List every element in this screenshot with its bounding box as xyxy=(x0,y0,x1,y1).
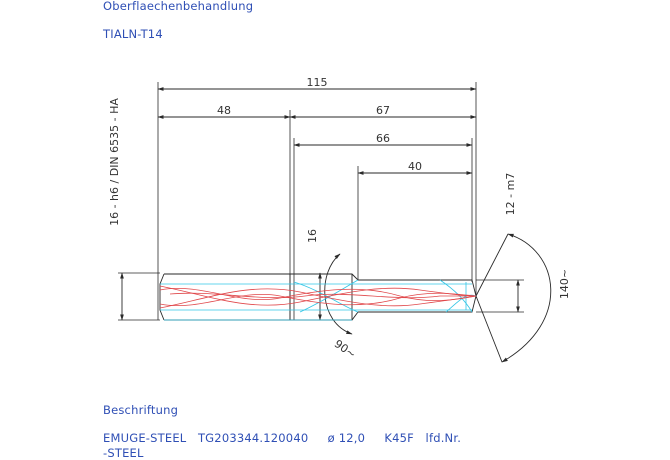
point-angle-arc xyxy=(501,233,552,363)
label-line-2: -STEEL xyxy=(103,446,144,460)
point-angle-label: 140~ xyxy=(558,269,571,299)
chamfer-angle-arc xyxy=(324,253,353,335)
overall-length-label: 115 xyxy=(307,76,328,89)
flute-helix-lines xyxy=(159,285,477,309)
shank-length-label: 48 xyxy=(217,104,231,117)
label-line-1: EMUGE-STEEL TG203344.120040 ø 12,0 K45F … xyxy=(103,431,461,445)
chamfer-angle-label: 90~ xyxy=(332,337,358,361)
reduced-length-label: 66 xyxy=(376,132,390,145)
body-length-label: 67 xyxy=(376,104,390,117)
label-heading: Beschriftung xyxy=(103,403,178,417)
surface-treatment-value: TIALN-T14 xyxy=(102,27,163,41)
surface-treatment-heading: Oberflaechenbehandlung xyxy=(103,0,253,13)
cutting-diameter-spec-label: 12 - m7 xyxy=(504,173,517,216)
shank-diameter-spec-label: 16 - h6 / DIN 6535 - HA xyxy=(108,98,121,226)
flute-length-label: 40 xyxy=(408,160,422,173)
tool-cyan-edges xyxy=(160,279,477,321)
neck-diameter-label: 16 xyxy=(306,229,319,243)
dimension-lines xyxy=(120,87,552,363)
